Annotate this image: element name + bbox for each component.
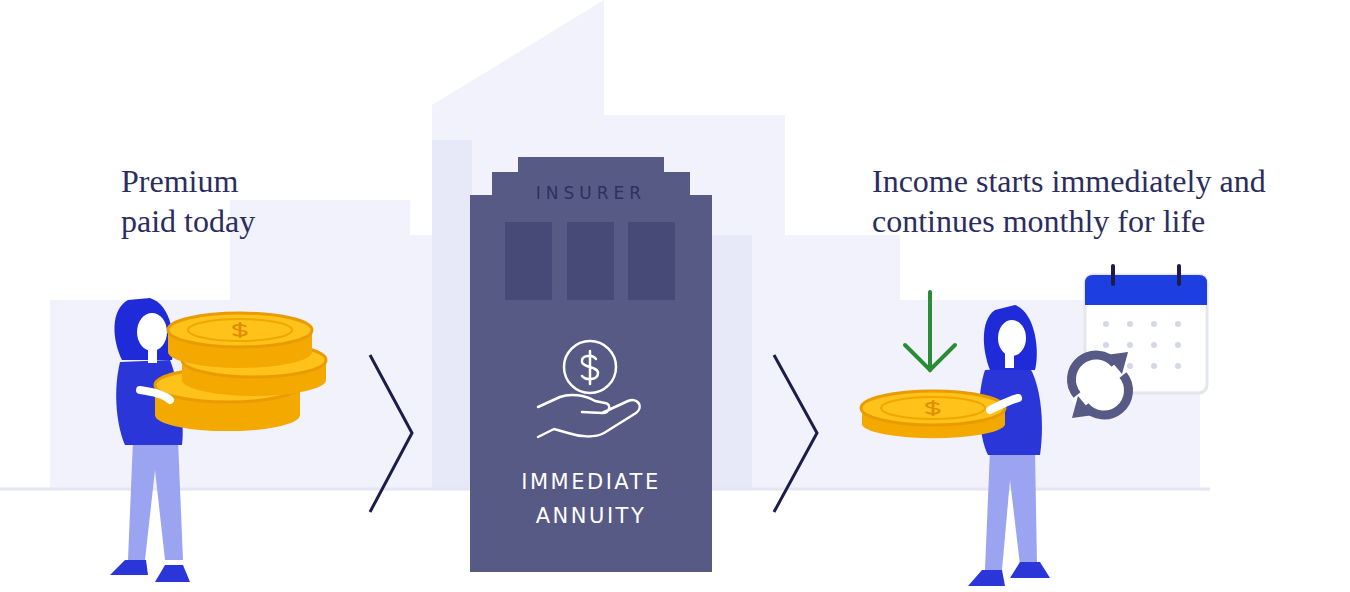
- caption-label: Income starts immediately and continues …: [872, 161, 1342, 241]
- product-name: IMMEDIATE ANNUITY: [470, 465, 712, 533]
- coin: [861, 391, 1005, 438]
- chevron: [370, 355, 412, 512]
- person-right: [968, 305, 1050, 586]
- chevron: [774, 355, 817, 512]
- cycle-icon: [1068, 352, 1132, 418]
- building-sign: INSURER: [470, 183, 712, 203]
- coin-stack: [155, 313, 326, 431]
- down-arrow: [905, 292, 955, 370]
- insurer-building: INSURER IMMEDIATE ANNUITY: [470, 157, 712, 572]
- caption-label: Premium paid today: [121, 161, 301, 241]
